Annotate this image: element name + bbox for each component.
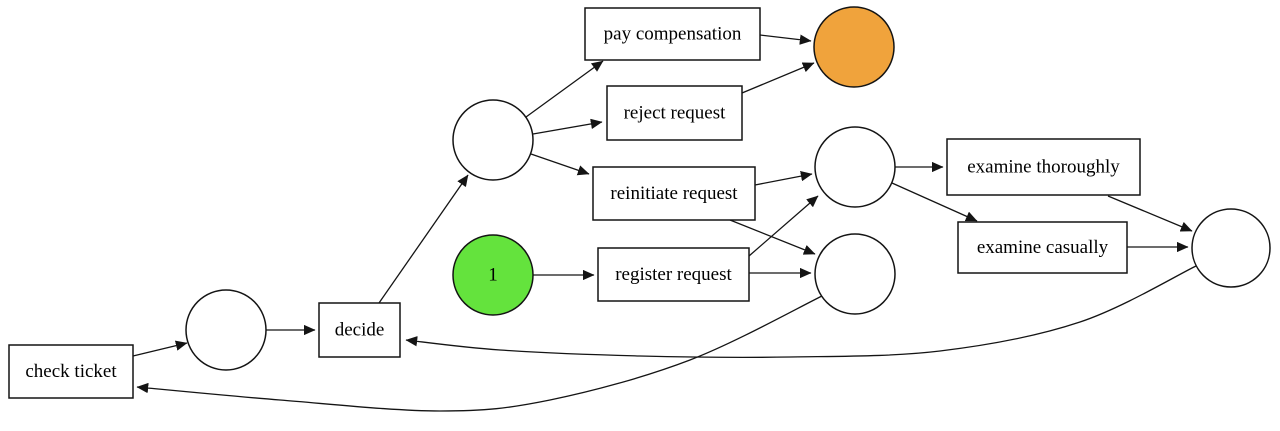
place-source: 1 (452, 234, 534, 316)
edge-p5-to-decide (405, 265, 1197, 359)
edge-p2-to-examine-casually (891, 182, 978, 222)
edge-reject-request-to-sink (741, 62, 815, 94)
check-ticket-label: check ticket (25, 361, 117, 382)
pay-compensation-box (584, 7, 761, 61)
decide-box (318, 302, 401, 358)
reinitiate-request-box (592, 166, 756, 221)
pay-compensation-label: pay compensation (604, 24, 742, 45)
transition-reject-request: reject request (606, 85, 743, 141)
edge-pay-compensation-to-sink (759, 34, 812, 45)
edge-p1-to-reject-request (532, 118, 603, 135)
examine-thoroughly-label: examine thoroughly (967, 157, 1120, 178)
place-p4 (185, 289, 267, 371)
reinitiate-request-label: reinitiate request (610, 183, 738, 204)
transition-decide: decide (318, 302, 401, 358)
transition-register-request: register request (597, 247, 750, 302)
place-p1 (452, 99, 534, 181)
place-sink (813, 6, 895, 88)
edge-examine-thoroughly-to-p5 (1107, 195, 1193, 232)
edge-p1-to-reinitiate-request (530, 153, 590, 176)
examine-casually-box (957, 221, 1128, 274)
examine-thoroughly-box (946, 138, 1141, 196)
p4-circle (185, 289, 267, 371)
decide-label: decide (335, 320, 385, 341)
transition-reinitiate-request: reinitiate request (592, 166, 756, 221)
sink-circle (813, 6, 895, 88)
p2-circle (814, 126, 896, 208)
transition-pay-compensation: pay compensation (584, 7, 761, 61)
edge-register-request-to-p2 (748, 195, 819, 257)
p5-circle (1191, 208, 1271, 288)
p1-circle (452, 99, 534, 181)
transition-examine-thoroughly: examine thoroughly (946, 138, 1141, 196)
check-ticket-box (8, 344, 134, 399)
place-p5 (1191, 208, 1271, 288)
edge-check-ticket-to-p4 (132, 340, 188, 357)
reject-request-label: reject request (624, 103, 727, 124)
transition-check-ticket: check ticket (8, 344, 134, 399)
p3-circle (814, 233, 896, 315)
source-circle (452, 234, 534, 316)
edge-decide-to-p1 (378, 174, 469, 304)
examine-casually-label: examine casually (977, 237, 1109, 258)
edge-reinitiate-request-to-p3 (729, 219, 816, 255)
place-p2 (814, 126, 896, 208)
edge-p3-to-check-ticket (136, 295, 823, 412)
edge-p1-to-pay-compensation (525, 60, 604, 118)
transition-examine-casually: examine casually (957, 221, 1128, 274)
reject-request-box (606, 85, 743, 141)
place-p3 (814, 233, 896, 315)
register-request-box (597, 247, 750, 302)
register-request-label: register request (615, 264, 732, 285)
source-label: 1 (488, 265, 498, 286)
edge-reinitiate-request-to-p2 (754, 171, 813, 186)
